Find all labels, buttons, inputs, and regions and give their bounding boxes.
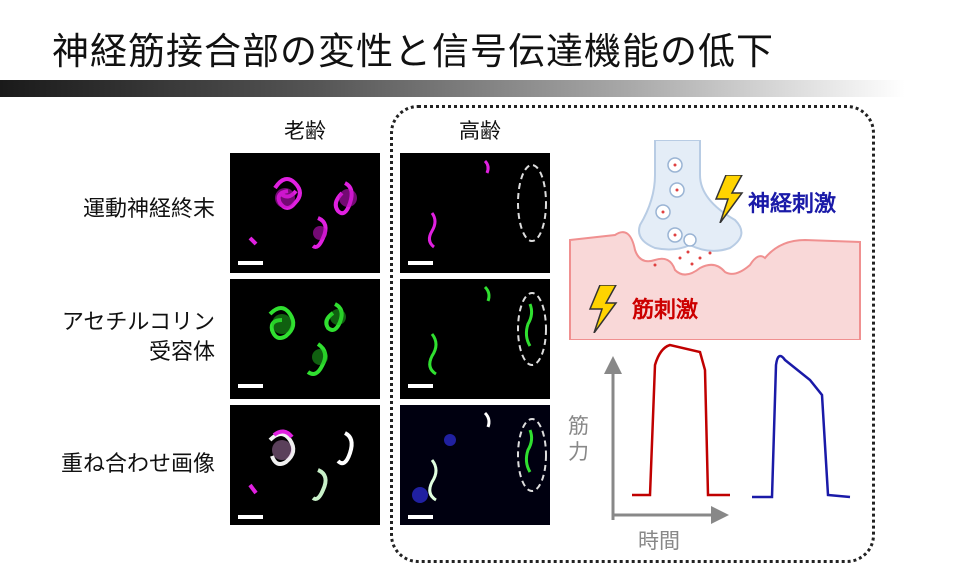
micrograph-adult-merged bbox=[230, 405, 380, 525]
neuromuscular-junction-diagram bbox=[569, 140, 861, 340]
nerve-stimulation-label: 神経刺激 bbox=[748, 192, 837, 217]
row-label-merged: 重ね合わせ画像 bbox=[60, 452, 215, 477]
scale-bar bbox=[238, 261, 263, 265]
muscle-fiber-shape bbox=[569, 231, 861, 340]
scale-bar bbox=[408, 384, 433, 388]
row-label-motor-nerve: 運動神経終末 bbox=[82, 197, 215, 222]
micrograph-adult-receptor bbox=[230, 279, 380, 399]
aged-highlight-frame bbox=[390, 105, 875, 563]
scale-bar bbox=[408, 261, 433, 265]
scale-bar bbox=[238, 515, 263, 519]
muscle-stimulation-force-curve bbox=[632, 343, 730, 497]
scale-bar bbox=[238, 384, 263, 388]
title-underline-bar bbox=[0, 80, 905, 97]
micrograph-aged-receptor bbox=[400, 279, 550, 399]
row-label-ach-receptor: アセチルコリン 受容体 bbox=[0, 308, 215, 368]
nerve-stimulation-force-curve bbox=[752, 354, 851, 499]
row-label-ach-line1: アセチルコリン bbox=[61, 310, 215, 335]
force-time-chart bbox=[604, 343, 851, 524]
micrograph-aged-nerve bbox=[400, 153, 550, 273]
column-header-aged: 高齢 bbox=[459, 119, 501, 143]
muscle-stimulation-label: 筋刺激 bbox=[632, 298, 699, 323]
micrograph-adult-nerve bbox=[230, 153, 380, 273]
scale-bar bbox=[408, 515, 433, 519]
slide-title: 神経筋接合部の変性と信号伝達機能の低下 bbox=[52, 30, 774, 73]
x-axis-label: 時間 bbox=[638, 529, 680, 553]
row-label-ach-line2: 受容体 bbox=[148, 340, 215, 365]
column-header-adult: 老齢 bbox=[284, 119, 326, 143]
micrograph-aged-merged bbox=[400, 405, 550, 525]
y-axis-label: 筋力 bbox=[568, 414, 589, 464]
nerve-stimulation-lightning-icon bbox=[714, 175, 744, 223]
muscle-stimulation-lightning-icon bbox=[588, 285, 618, 333]
